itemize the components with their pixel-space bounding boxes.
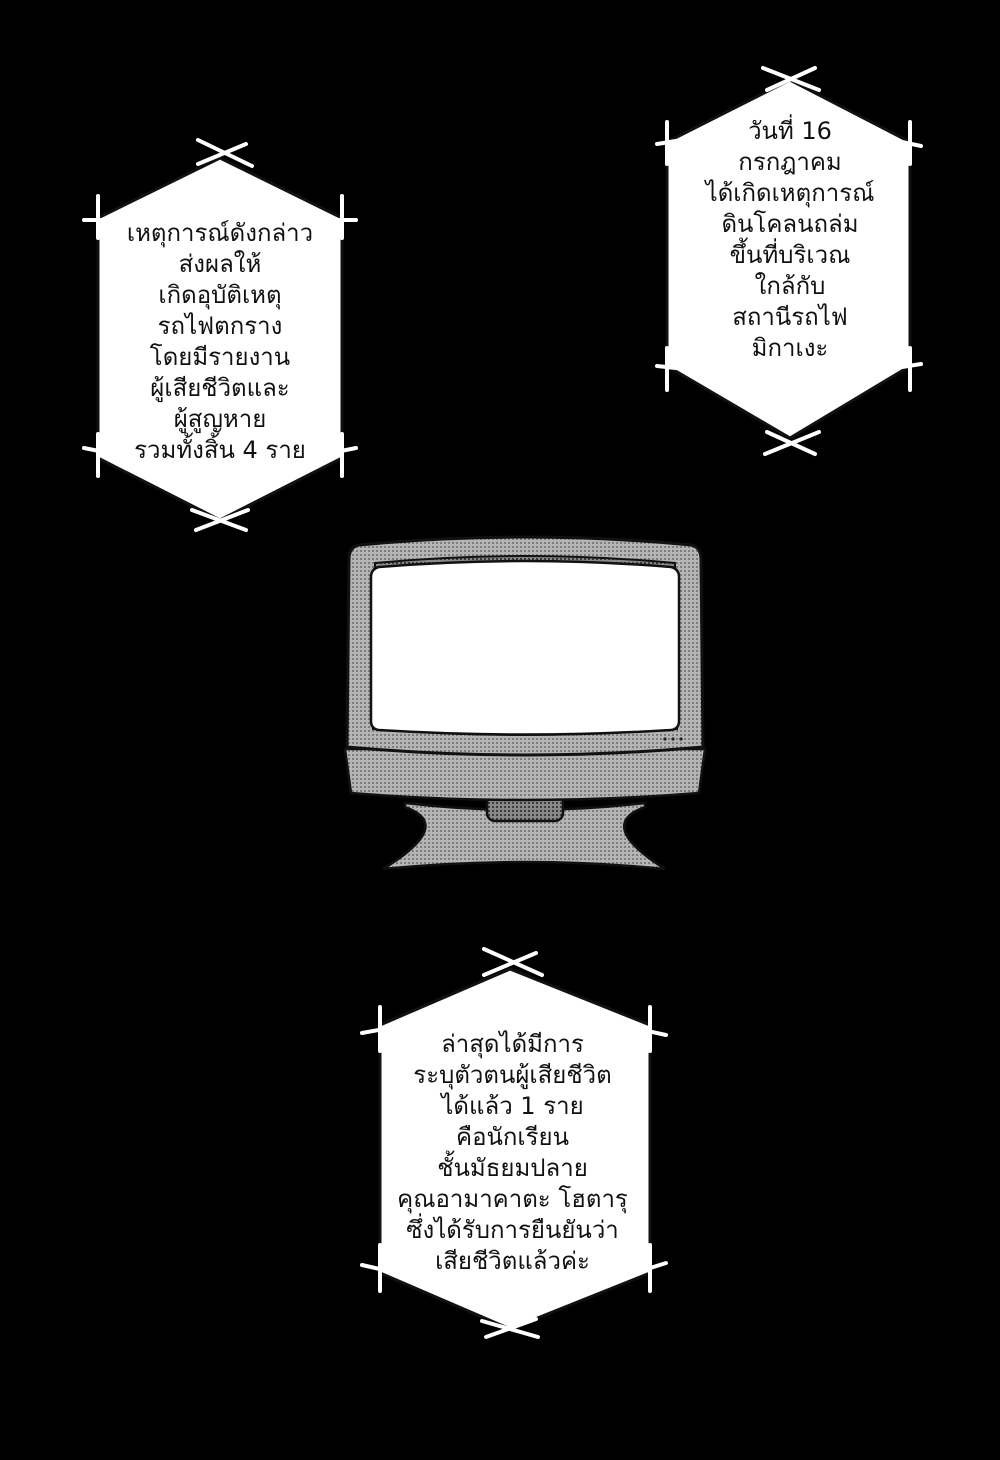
caption-box-left: เหตุการณ์ดังกล่าว ส่งผลให้ เกิดอุบัติเหต…: [80, 138, 360, 533]
caption-line: รวมทั้งสิ้น 4 ราย: [134, 436, 306, 464]
caption-text-right: วันที่ 16 กรกฎาคม ได้เกิดเหตุการณ์ ดินโค…: [655, 116, 925, 364]
caption-line: ระบุตัวตนผู้เสียชีวิต: [413, 1061, 612, 1089]
caption-line: เกิดอุบัติเหตุ: [158, 281, 282, 309]
caption-line: ใกล้กับ: [754, 272, 826, 300]
caption-box-bottom: ล่าสุดได้มีการ ระบุตัวตนผู้เสียชีวิต ได้…: [350, 945, 675, 1340]
caption-text-left: เหตุการณ์ดังกล่าว ส่งผลให้ เกิดอุบัติเหต…: [80, 218, 360, 466]
caption-frame-left: [82, 138, 358, 532]
caption-line: กรกฎาคม: [738, 148, 842, 176]
caption-frame-bottom: [360, 947, 668, 1339]
caption-line: ซึ่งได้รับการยืนยันว่า: [406, 1216, 619, 1244]
caption-line: รถไฟตกราง: [157, 312, 283, 340]
caption-line: ได้เกิดเหตุการณ์: [705, 179, 875, 207]
caption-line: คุณอามาคาตะ โฮตารุ: [397, 1185, 628, 1213]
crt-television-icon: [343, 535, 707, 871]
caption-line: ดินโคลนถล่ม: [721, 210, 859, 238]
caption-line: มิกาเงะ: [751, 334, 829, 362]
caption-line: วันที่ 16: [748, 117, 832, 145]
caption-line: เหตุการณ์ดังกล่าว: [126, 219, 314, 247]
caption-line: ผู้สูญหาย: [173, 405, 267, 433]
caption-line: ได้แล้ว 1 ราย: [441, 1092, 584, 1120]
caption-line: ผู้เสียชีวิตและ: [150, 374, 290, 402]
caption-line: โดยมีรายงาน: [149, 343, 291, 371]
caption-line: เสียชีวิตแล้วค่ะ: [435, 1247, 590, 1275]
caption-text-bottom: ล่าสุดได้มีการ ระบุตัวตนผู้เสียชีวิต ได้…: [350, 1029, 675, 1277]
caption-line: ชั้นมัธยมปลาย: [437, 1154, 588, 1182]
caption-line: ส่งผลให้: [178, 250, 262, 278]
caption-line: ล่าสุดได้มีการ: [441, 1030, 584, 1058]
caption-frame-right: [655, 66, 923, 456]
caption-line: สถานีรถไฟ: [732, 303, 848, 331]
caption-box-right: วันที่ 16 กรกฎาคม ได้เกิดเหตุการณ์ ดินโค…: [655, 66, 925, 461]
caption-line: ขึ้นที่บริเวณ: [729, 241, 851, 269]
caption-line: คือนักเรียน: [456, 1123, 569, 1151]
